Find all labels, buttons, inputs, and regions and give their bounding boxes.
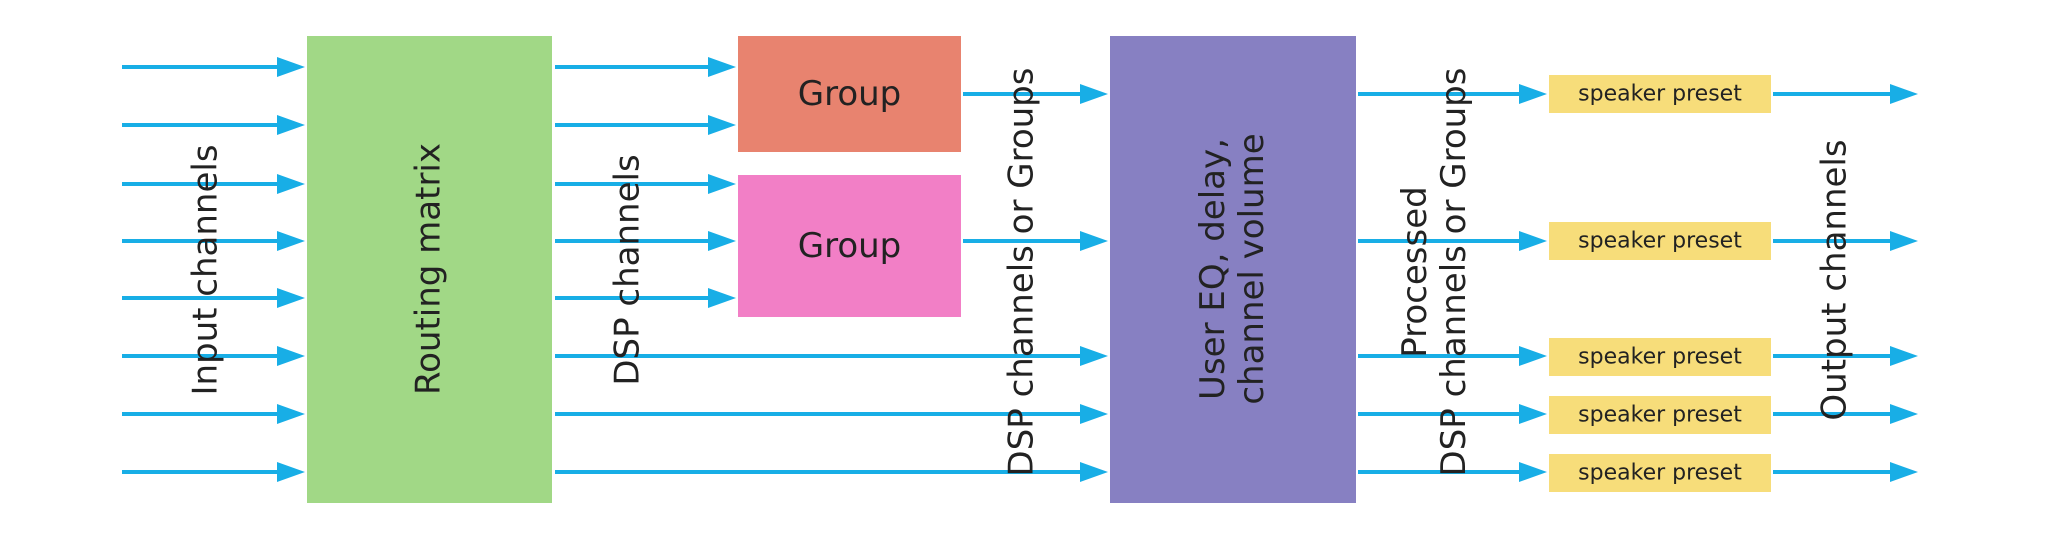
input-arrow-1: [122, 57, 305, 77]
user-eq-label: User EQ, delay, channel volume: [1192, 133, 1272, 405]
dsp-channels-or-groups-label: DSP channels or Groups: [1001, 67, 1042, 477]
speaker-preset-label-4: speaker preset: [1578, 402, 1742, 428]
group2-to-eq-arrow: [963, 231, 1108, 251]
input-arrow-4: [122, 231, 305, 251]
routing-to-group-arrow-2: [555, 115, 736, 135]
input-arrow-2: [122, 115, 305, 135]
routing-to-group-arrow-4: [555, 231, 736, 251]
eq-to-preset-arrow-2: [1358, 231, 1547, 251]
output-arrow-4: [1773, 404, 1918, 424]
eq-to-preset-arrow-5: [1358, 462, 1547, 482]
input-arrow-7: [122, 404, 305, 424]
routing-matrix-box: Routing matrix: [307, 36, 552, 503]
speaker-preset-label-5: speaker preset: [1578, 460, 1742, 486]
group-label-2: Group: [797, 226, 902, 266]
processed-dsp-channels-label: Processed DSP channels or Groups: [1394, 67, 1474, 477]
routing-matrix-label: Routing matrix: [408, 143, 449, 395]
dsp-direct-arrow-1: [555, 346, 1108, 366]
output-arrow-1: [1773, 84, 1918, 104]
speaker-preset-box-2: speaker preset: [1549, 222, 1771, 260]
processed-label-line1: Processed: [1394, 186, 1435, 358]
dsp-direct-arrow-3: [555, 462, 1108, 482]
processed-label-line2: DSP channels or Groups: [1434, 67, 1474, 477]
input-channels-label: Input channels: [185, 144, 226, 396]
input-arrow-6: [122, 346, 305, 366]
routing-to-group-arrow-1: [555, 57, 736, 77]
output-arrow-5: [1773, 462, 1918, 482]
user-eq-label-line2: channel volume: [1232, 133, 1272, 405]
routing-to-group-arrow-3: [555, 174, 736, 194]
eq-to-preset-arrow-4: [1358, 404, 1547, 424]
speaker-preset-label-1: speaker preset: [1578, 81, 1742, 107]
dsp-channels-label: DSP channels: [607, 154, 648, 386]
speaker-preset-label-2: speaker preset: [1578, 228, 1742, 254]
speaker-preset-label-3: speaker preset: [1578, 344, 1742, 370]
output-arrow-2: [1773, 231, 1918, 251]
user-eq-box: User EQ, delay, channel volume: [1110, 36, 1356, 503]
speaker-preset-box-5: speaker preset: [1549, 454, 1771, 492]
eq-to-preset-arrow-3: [1358, 346, 1547, 366]
group-box-2: Group: [738, 175, 961, 317]
eq-to-preset-arrow-1: [1358, 84, 1547, 104]
speaker-preset-box-1: speaker preset: [1549, 75, 1771, 113]
input-arrow-8: [122, 462, 305, 482]
speaker-preset-box-3: speaker preset: [1549, 338, 1771, 376]
group-label-1: Group: [797, 74, 902, 114]
input-arrow-3: [122, 174, 305, 194]
group1-to-eq-arrow: [963, 84, 1108, 104]
dsp-direct-arrow-2: [555, 404, 1108, 424]
routing-to-group-arrow-5: [555, 288, 736, 308]
output-arrow-3: [1773, 346, 1918, 366]
user-eq-label-line1: User EQ, delay,: [1192, 138, 1233, 400]
speaker-preset-box-4: speaker preset: [1549, 396, 1771, 434]
input-arrow-5: [122, 288, 305, 308]
output-channels-label: Output channels: [1814, 139, 1855, 421]
group-box-1: Group: [738, 36, 961, 152]
